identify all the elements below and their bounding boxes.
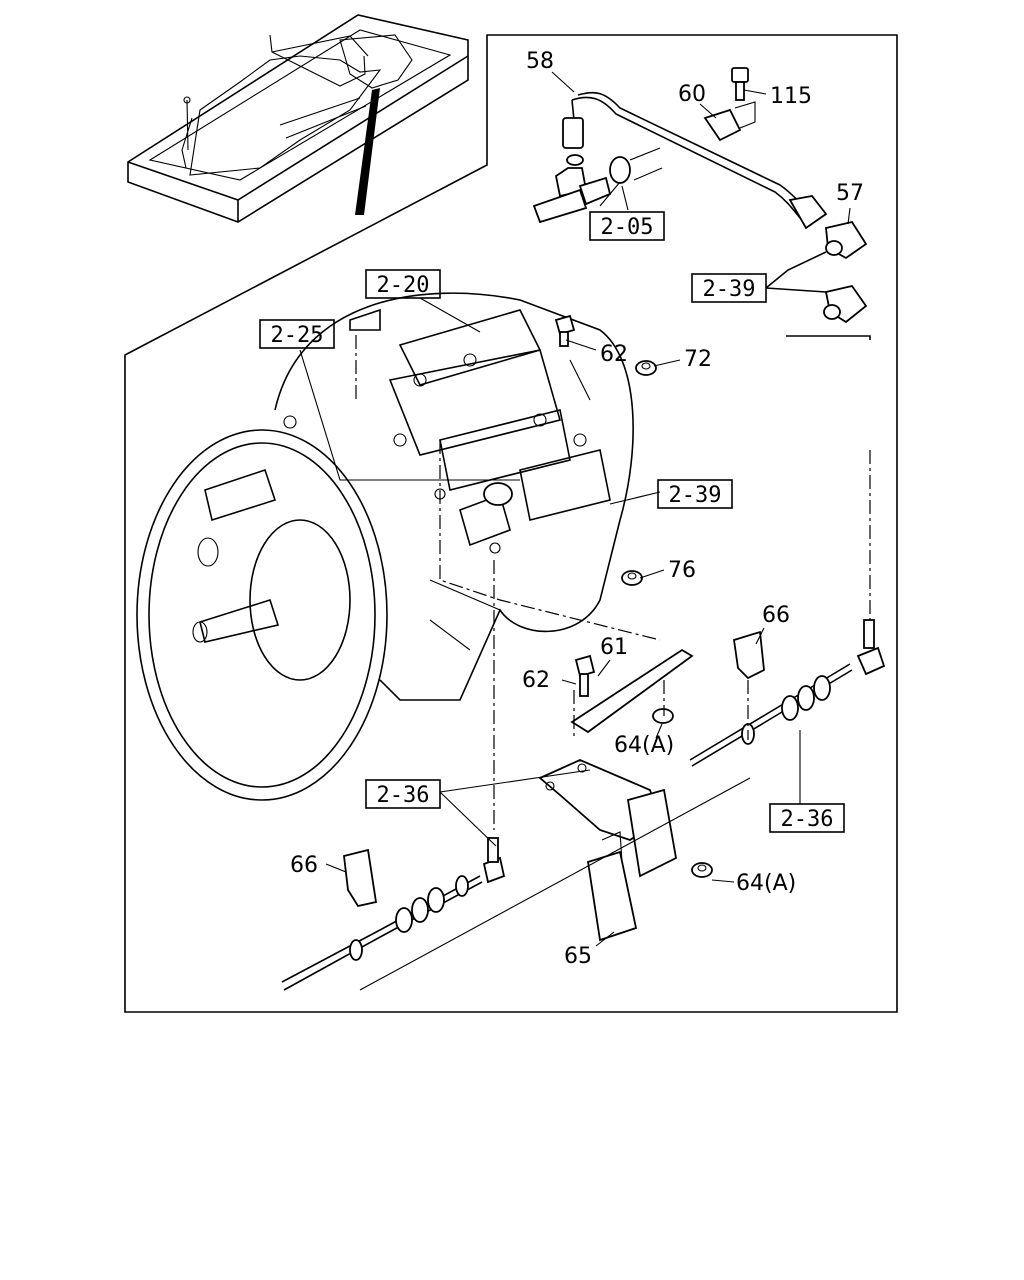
ref-2-36-left-text: 2-36 bbox=[377, 783, 430, 808]
ref-box-2-39-upper: 2-39 bbox=[691, 273, 767, 303]
ref-2-25-text: 2-25 bbox=[271, 323, 324, 348]
ref-box-2-36-right: 2-36 bbox=[769, 803, 845, 833]
ref-2-39-lower-text: 2-39 bbox=[669, 483, 722, 508]
callout-65: 65 bbox=[564, 944, 592, 969]
ref-box-2-36-left: 2-36 bbox=[365, 779, 441, 809]
ref-box-2-05: 2-05 bbox=[589, 211, 665, 241]
callout-66-right: 66 bbox=[762, 603, 790, 628]
diagram-frame bbox=[124, 34, 898, 1013]
hardware-parts bbox=[554, 314, 713, 878]
alignment-lines bbox=[355, 335, 871, 830]
callout-57: 57 bbox=[836, 181, 864, 206]
callout-61: 61 bbox=[600, 635, 628, 660]
leader-lines bbox=[299, 71, 871, 991]
callout-76: 76 bbox=[668, 558, 696, 583]
callout-72: 72 bbox=[684, 347, 712, 372]
shift-cable-left bbox=[281, 837, 506, 991]
hose-assembly-detail bbox=[532, 67, 868, 324]
transmission-assembly bbox=[136, 292, 634, 801]
callout-60: 60 bbox=[678, 82, 706, 107]
ref-2-36-right-text: 2-36 bbox=[781, 807, 834, 832]
ref-2-20-text: 2-20 bbox=[377, 273, 430, 298]
callout-58: 58 bbox=[526, 49, 554, 74]
ref-2-39-upper-text: 2-39 bbox=[703, 277, 756, 302]
ref-2-05-text: 2-05 bbox=[601, 215, 654, 240]
bracket-65 bbox=[538, 759, 678, 942]
ref-box-2-25: 2-25 bbox=[259, 319, 335, 349]
callout-66-left: 66 bbox=[290, 853, 318, 878]
callout-62-lower: 62 bbox=[522, 668, 550, 693]
callout-64a-upper: 64(A) bbox=[614, 733, 674, 758]
callout-115: 115 bbox=[770, 84, 812, 109]
ref-box-2-39-lower: 2-39 bbox=[657, 479, 733, 509]
bracket-61 bbox=[570, 648, 694, 734]
ref-box-2-20: 2-20 bbox=[365, 269, 441, 299]
callout-64a-lower: 64(A) bbox=[736, 871, 796, 896]
vehicle-location-inset bbox=[127, 14, 469, 223]
shift-cable-right bbox=[689, 619, 886, 767]
callout-62-upper: 62 bbox=[600, 342, 628, 367]
